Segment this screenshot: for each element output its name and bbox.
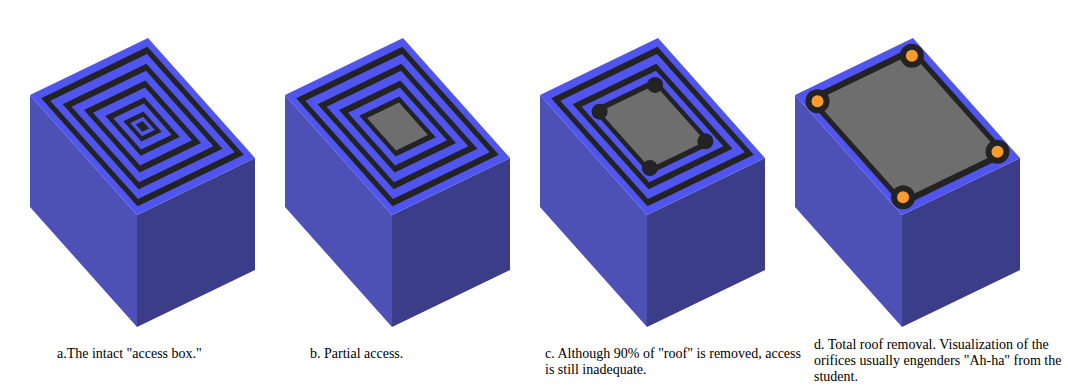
roof-ring (285, 38, 510, 215)
roof-ring (30, 38, 255, 215)
orifice-rim (900, 44, 924, 68)
orifice-rim (697, 133, 713, 149)
roof-ring (815, 54, 1000, 199)
access-box (540, 38, 765, 327)
roof-ring (582, 71, 724, 183)
access-box (795, 38, 1020, 327)
figure-caption: a.The intact "access box." (57, 346, 277, 362)
access-box (30, 38, 255, 327)
orifice-rim (592, 104, 608, 120)
roof-ring (551, 47, 754, 206)
figure-caption: c. Although 90% of "roof" is removed, ac… (545, 346, 807, 378)
roof-ring (795, 38, 1020, 215)
roof-ring (318, 64, 478, 190)
roof-ring (305, 54, 490, 199)
roof-ring (600, 85, 706, 168)
roof-ring (560, 54, 745, 199)
orifice (906, 50, 918, 62)
roof-ring (348, 88, 447, 166)
roof-ring (806, 47, 1009, 206)
orifice-rim (647, 77, 663, 93)
roof-ring (41, 47, 244, 206)
roof-ring (592, 79, 714, 175)
roof-ring (105, 97, 179, 155)
roof-ring (50, 54, 235, 199)
orifice-rim (806, 89, 830, 113)
roof-ring (359, 96, 436, 156)
orifice (897, 191, 909, 203)
roof-ring (130, 117, 155, 136)
orifice (992, 146, 1004, 158)
figure-caption: b. Partial access. (310, 346, 510, 362)
roof-ring (339, 80, 456, 172)
roof-ring (136, 121, 150, 132)
roof-ring (93, 88, 192, 166)
orifice-rim (986, 140, 1010, 164)
roof-ring (573, 64, 733, 190)
roof-ring (327, 71, 469, 183)
figure-caption: d. Total roof removal. Visualization of … (814, 337, 1064, 385)
orifice-rim (891, 185, 915, 209)
roof-ring (367, 103, 428, 151)
roof-ring (113, 103, 172, 149)
roof-ring (296, 47, 499, 206)
roof-ring (123, 111, 161, 141)
roof-ring (540, 38, 765, 215)
orifice (812, 95, 824, 107)
roof-ring (84, 80, 201, 172)
roof-ring (63, 64, 223, 190)
roof-ring (72, 71, 214, 183)
access-box (285, 38, 510, 327)
orifice-rim (642, 160, 658, 176)
